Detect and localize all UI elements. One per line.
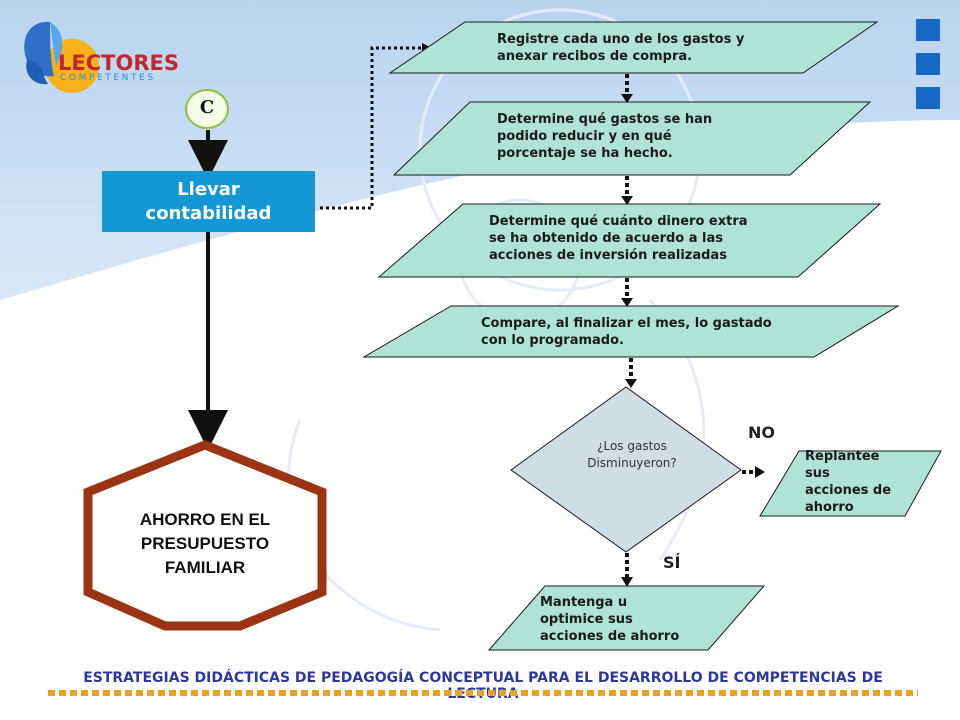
branch-no-shape [759, 450, 942, 517]
decision-line-1: ¿Los gastos [597, 439, 667, 453]
decor-square [916, 53, 940, 75]
step-1-shape [388, 21, 879, 74]
step-2-line-2: podido reducir y en qué [497, 129, 672, 144]
connector-circle: C [185, 89, 229, 129]
footer-dotted-rule [48, 690, 918, 696]
step-2-shape [392, 101, 872, 176]
dotted-link-llevar-to-step1 [320, 46, 424, 210]
goal-hexagon [83, 440, 327, 631]
branch-yes-shape [487, 585, 766, 651]
dotted-arrows [625, 74, 756, 578]
side-decoration [916, 19, 942, 121]
branch-yes-line-3: acciones de ahorro [540, 629, 680, 644]
step-3-text: Determine qué cuánto dinero extra se ha … [489, 213, 748, 264]
goal-line-2: PRESUPUESTO [140, 534, 270, 553]
process-box-line-1: Llevar [177, 179, 240, 200]
step-2-line-1: Determine qué gastos se han [497, 112, 713, 127]
goal-line-1: AHORRO EN EL [139, 510, 271, 529]
branch-yes-text: Mantenga u optimice sus acciones de ahor… [540, 594, 679, 645]
branch-no-label: NO [748, 423, 775, 442]
branch-yes-line-1: Mantenga u [540, 595, 628, 610]
decor-square [916, 19, 940, 41]
step-4-text: Compare, al finalizar el mes, lo gastado… [481, 315, 772, 349]
step-3-line-3: acciones de inversión realizadas [489, 248, 727, 263]
goal-text: AHORRO EN EL PRESUPUESTO FAMILIAR [100, 508, 310, 580]
step-4-line-2: con lo programado. [481, 333, 624, 348]
step-1-text: Registre cada uno de los gastos y anexar… [497, 31, 744, 65]
step-3-shape [377, 203, 882, 278]
step-4-line-1: Compare, al finalizar el mes, lo gastado [481, 316, 772, 331]
step-1-line-2: anexar recibos de compra. [497, 49, 693, 64]
branch-no-line-4: ahorro [805, 500, 854, 515]
branch-no-line-3: acciones de [805, 483, 892, 498]
dotted-arrowheads [621, 94, 765, 587]
branch-yes-label: SÍ [663, 553, 681, 572]
branch-no-line-2: sus [805, 466, 830, 481]
goal-line-3: FAMILIAR [164, 558, 246, 577]
decision-diamond [510, 386, 742, 553]
step-4-shape [362, 305, 900, 358]
branch-no-text: Replantee sus acciones de ahorro [805, 448, 891, 516]
step-2-line-3: porcentaje se ha hecho. [497, 146, 673, 161]
decision-line-2: Disminuyeron? [587, 456, 677, 470]
footer-title: ESTRATEGIAS DIDÁCTICAS DE PEDAGOGÍA CONC… [83, 670, 883, 702]
step-2-text: Determine qué gastos se han podido reduc… [497, 111, 712, 162]
logo-word-competentes: COMPETENTES [60, 73, 156, 83]
lectores-competentes-logo: LECTORES COMPETENTES [14, 14, 179, 96]
decision-text: ¿Los gastos Disminuyeron? [552, 438, 712, 472]
process-box-llevar-contabilidad: Llevar contabilidad [102, 171, 315, 232]
branch-no-line-1: Replantee [805, 449, 880, 464]
branch-yes-line-2: optimice sus [540, 612, 633, 627]
step-3-line-2: se ha obtenido de acuerdo a las [489, 231, 724, 246]
process-box-line-2: contabilidad [145, 203, 272, 224]
logo-word-lectores: LECTORES [58, 51, 179, 75]
decor-square [916, 87, 940, 109]
step-1-line-1: Registre cada uno de los gastos y [497, 32, 745, 47]
connector-label: C [199, 97, 215, 118]
step-3-line-1: Determine qué cuánto dinero extra [489, 214, 748, 229]
